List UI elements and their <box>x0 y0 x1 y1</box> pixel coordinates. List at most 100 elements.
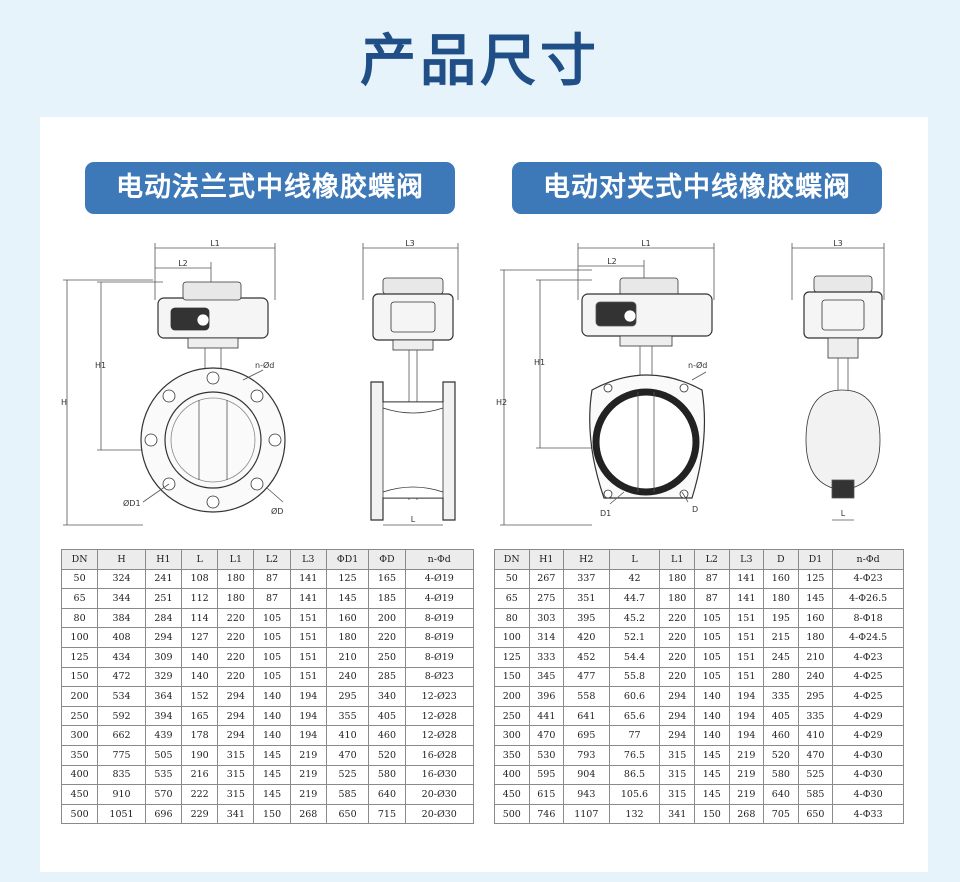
table-cell: 294 <box>659 705 695 727</box>
table-cell: 16-Ø28 <box>404 744 475 766</box>
table-cell: 215 <box>763 627 799 648</box>
table-cell: 315 <box>217 784 255 805</box>
table-cell: 4-Φ30 <box>832 744 904 766</box>
table-cell: 284 <box>144 607 183 629</box>
table-cell: 180 <box>659 588 695 609</box>
table-cell: 450 <box>494 784 530 805</box>
table-cell: 351 <box>563 588 610 609</box>
table-cell: 216 <box>181 764 219 786</box>
table-cell: 241 <box>144 568 183 590</box>
table-cell: 835 <box>97 764 146 786</box>
table-cell: 219 <box>728 764 765 786</box>
table-cell: 4-Φ26.5 <box>832 588 904 609</box>
table-cell: 294 <box>217 686 255 707</box>
table-cell: 4-Φ23 <box>832 646 904 668</box>
table-cell: 194 <box>728 686 765 707</box>
table-cell: 250 <box>368 646 406 668</box>
table-cell: 220 <box>368 627 406 648</box>
table-cell: 329 <box>144 666 183 688</box>
table-cell: 42 <box>608 568 661 590</box>
table-cell: 441 <box>528 705 565 727</box>
table-cell: 140 <box>181 646 219 668</box>
table-cell: 140 <box>181 666 219 688</box>
table-cell: 150 <box>60 666 99 688</box>
table-cell: 4-Φ25 <box>832 686 904 707</box>
table-cell: 4-Φ33 <box>832 803 904 825</box>
table-cell: 309 <box>144 646 183 668</box>
dim-label-L1: L1 <box>210 240 220 248</box>
table-cell: 150 <box>253 803 291 825</box>
dim-label-L: L <box>841 509 846 518</box>
table-cell: 420 <box>563 627 610 648</box>
table-cell: 268 <box>289 803 327 825</box>
dim-label-L: L <box>411 515 416 524</box>
table-cell: 220 <box>659 646 695 668</box>
table-cell: 50 <box>494 568 530 590</box>
table-cell: 315 <box>217 744 255 766</box>
column-header: L3 <box>289 549 327 570</box>
table-cell: 303 <box>528 607 565 629</box>
table-cell: 12-Ø28 <box>404 705 475 727</box>
table-cell: 76.5 <box>608 744 661 766</box>
table-cell: 4-Φ23 <box>832 568 904 590</box>
column-header: H <box>97 549 146 570</box>
table-cell: 151 <box>728 627 765 648</box>
column-header: n-Φd <box>832 549 904 570</box>
table-cell: 4-Ø19 <box>404 588 475 609</box>
table-cell: 4-Φ30 <box>832 764 904 786</box>
table-cell: 355 <box>325 705 370 727</box>
table-cell: 250 <box>494 705 530 727</box>
table-cell: 151 <box>728 646 765 668</box>
table-cell: 294 <box>144 627 183 648</box>
flanged-valve-drawing: L1 L2 L3 L H H1 ØD1 ØD n-Ød <box>61 240 459 526</box>
table-cell: 280 <box>763 666 799 688</box>
table-cell: 337 <box>563 568 610 590</box>
table-cell: 8-Ø19 <box>404 646 475 668</box>
table-cell: 220 <box>217 607 255 629</box>
dim-label-L2: L2 <box>607 257 617 266</box>
table-cell: 141 <box>728 588 765 609</box>
table-cell: 592 <box>97 705 146 727</box>
table-cell: 585 <box>325 784 370 805</box>
table-cell: 44.7 <box>608 588 661 609</box>
table-cell: 335 <box>797 705 834 727</box>
table-cell: 105 <box>694 666 730 688</box>
table-cell: 408 <box>97 627 146 648</box>
table-cell: 194 <box>728 725 765 746</box>
column-header: L1 <box>217 549 255 570</box>
column-header: L2 <box>253 549 291 570</box>
table-cell: 294 <box>659 686 695 707</box>
table-cell: 395 <box>563 607 610 629</box>
table-cell: 615 <box>528 784 565 805</box>
table-cell: 1051 <box>97 803 146 825</box>
dim-label-H1: H1 <box>95 361 106 370</box>
dim-label-H2: H2 <box>496 398 507 407</box>
table-cell: 50 <box>60 568 99 590</box>
table-cell: 80 <box>494 607 530 629</box>
table-cell: 151 <box>289 607 327 629</box>
table-cell: 585 <box>797 784 834 805</box>
table-cell: 405 <box>368 705 406 727</box>
table-cell: 525 <box>325 764 370 786</box>
table-cell: 125 <box>797 568 834 590</box>
dim-label-D: D <box>692 505 698 514</box>
table-cell: 350 <box>494 744 530 766</box>
table-cell: 295 <box>797 686 834 707</box>
table-cell: 20-Ø30 <box>404 784 475 805</box>
table-cell: 219 <box>728 784 765 805</box>
table-cell: 180 <box>217 568 255 590</box>
dim-label-D1: ØD1 <box>123 498 141 508</box>
table-cell: 180 <box>217 588 255 609</box>
table-cell: 210 <box>797 646 834 668</box>
table-cell: 145 <box>694 784 730 805</box>
table-cell: 434 <box>97 646 146 668</box>
table-cell: 245 <box>763 646 799 668</box>
table-cell: 114 <box>181 607 219 629</box>
table-cell: 500 <box>60 803 99 825</box>
